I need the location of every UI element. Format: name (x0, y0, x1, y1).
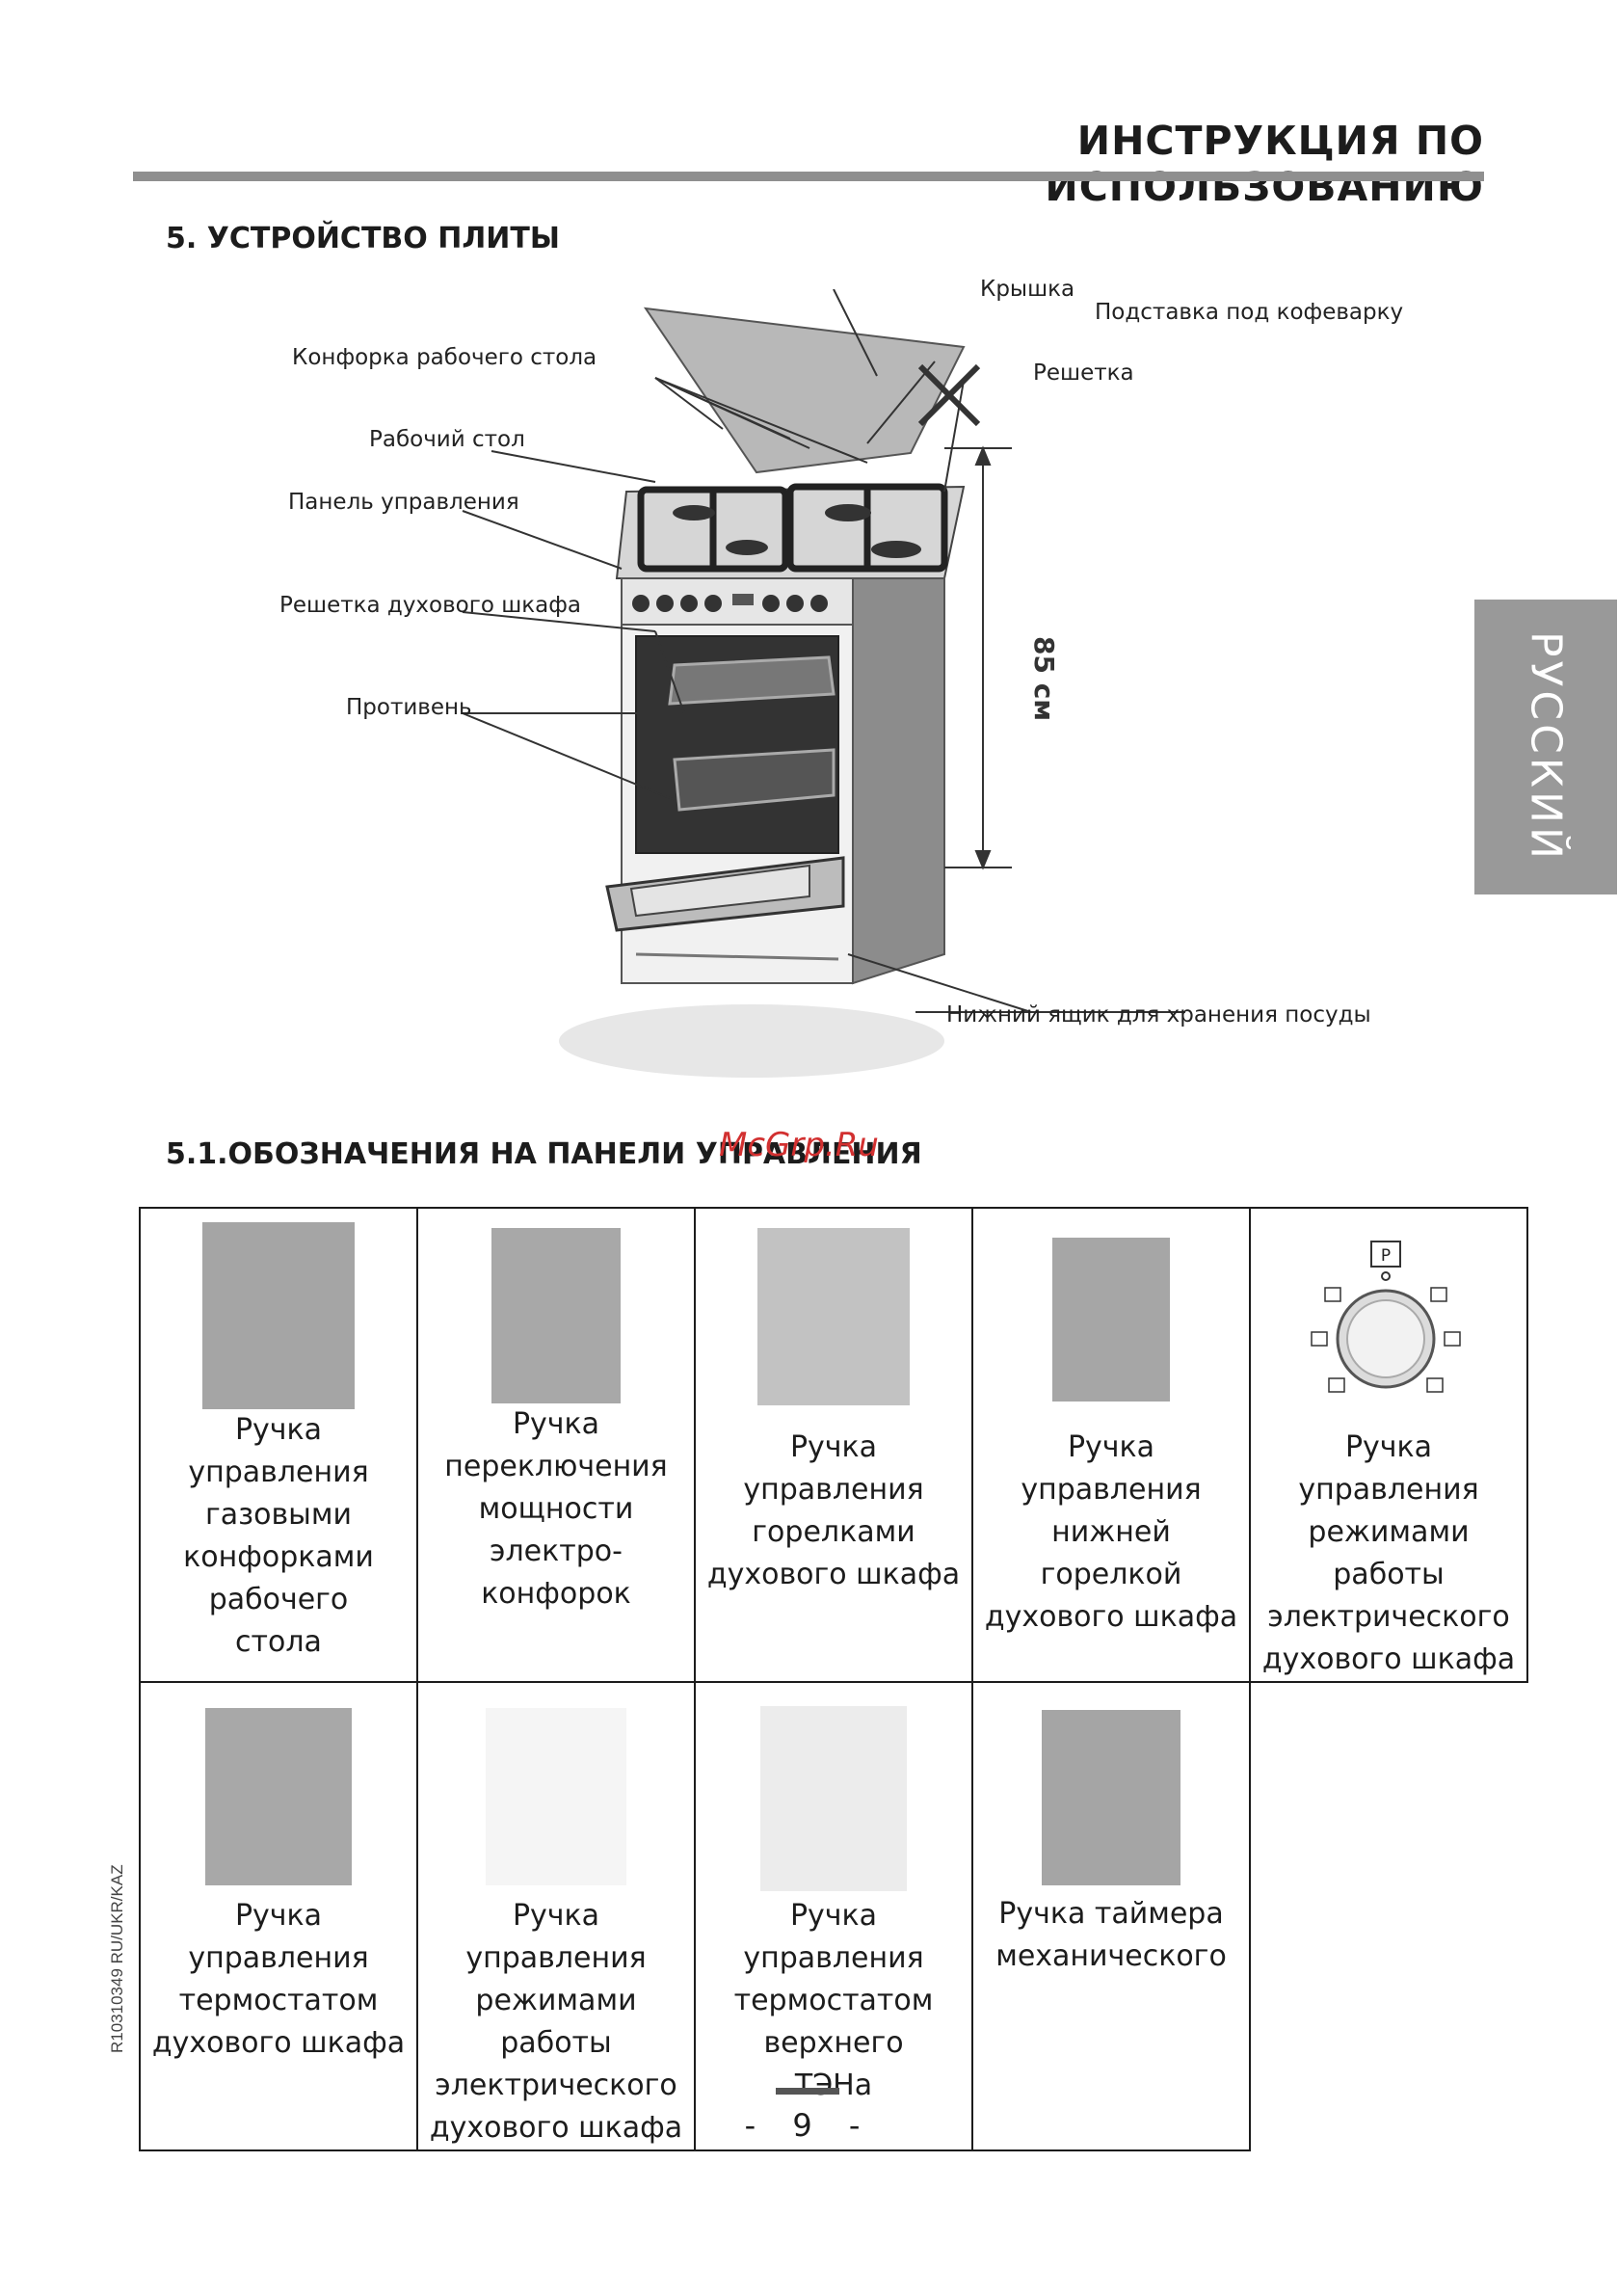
callout-tray: Противень (346, 695, 472, 720)
control-knobs (632, 594, 828, 612)
oven-tray (673, 748, 836, 812)
callout-oven-rack: Решетка духового шкафа (279, 593, 581, 618)
cell-label: Ручка управления горелками духового шкаф… (706, 1430, 961, 1591)
height-label: 85 см (1028, 636, 1060, 722)
callout-control-panel: Панель управления (288, 490, 519, 515)
knob-image (491, 1228, 621, 1403)
table-cell: Ручка управления термостатом верхнего ТЭ… (694, 1681, 973, 2151)
table-cell: Ручка таймера механического (971, 1681, 1251, 2151)
coffee-stand (917, 363, 981, 427)
callout-lid: Крышка (980, 277, 1075, 302)
page-header-title: ИНСТРУКЦИЯ ПО ИСПОЛЬЗОВАНИЮ (1045, 118, 1484, 210)
floor-shadow (559, 1004, 944, 1078)
callout-storage: Нижний ящик для хранения посуды (946, 1002, 1371, 1028)
table-cell: Ручка управления горелками духового шкаф… (694, 1207, 973, 1683)
cell-label: Ручка управления газовыми конфорками раб… (183, 1413, 374, 1659)
oven-rack (668, 655, 836, 706)
page-number: - 9 - (744, 2107, 874, 2144)
table-cell: Ручка переключения мощности электро- кон… (416, 1207, 696, 1683)
cell-label: Ручка управления термостатом духового шк… (151, 1899, 406, 2060)
table-cell: P Ручка управления режимами работы элект… (1249, 1207, 1528, 1683)
callout-coffee-stand: Подставка под кофеварку (1095, 300, 1404, 325)
header-rule (133, 172, 1484, 181)
callout-worktop: Рабочий стол (369, 427, 525, 452)
cell-label: Ручка управления режимами работы электри… (1261, 1430, 1516, 1676)
cell-label: Ручка переключения мощности электро- кон… (444, 1407, 668, 1611)
callout-burner: Конфорка рабочего стола (292, 345, 597, 370)
section-5-1-title: 5.1.ОБОЗНАЧЕНИЯ НА ПАНЕЛИ УПРАВЛЕНИЯ (166, 1137, 922, 1171)
language-tab: РУССКИЙ (1474, 600, 1617, 894)
oven-mode-knob-diagram: P (1311, 1241, 1461, 1393)
stove-grates (637, 483, 948, 573)
cell-label: Ручка управления режимами работы электри… (429, 1899, 683, 2145)
language-tab-label: РУССКИЙ (1521, 631, 1571, 863)
knob-image (205, 1708, 352, 1885)
section-5-title: 5. УСТРОЙСТВО ПЛИТЫ (166, 222, 560, 255)
table-cell: Ручка управления режимами работы электри… (416, 1681, 696, 2151)
cell-label: Ручка таймера механического (995, 1897, 1227, 1973)
height-dimension (944, 445, 1012, 870)
document-code: R10310349 RU/UKR/KAZ (108, 1864, 126, 2053)
control-symbols-table: Ручка управления газовыми конфорками раб… (139, 1207, 1528, 2151)
table-cell: Ручка управления термостатом духового шк… (139, 1681, 418, 2151)
cell-label: Ручка управления нижней горелкой духовог… (984, 1430, 1238, 1634)
knob-image (1052, 1238, 1170, 1402)
knob-image (1042, 1710, 1180, 1885)
table-cell-empty (1249, 1682, 1527, 2150)
knob-image (486, 1708, 626, 1885)
watermark: McGrp.Ru (719, 1126, 879, 1164)
stove-lid (643, 307, 966, 474)
callout-lines (462, 289, 1185, 1013)
stove-illustration (462, 289, 1185, 1078)
knob-image (757, 1228, 910, 1405)
table-cell: Ручка управления газовыми конфорками раб… (139, 1207, 418, 1683)
page-number-bar (776, 2088, 839, 2095)
cell-label: Ручка управления термостатом верхнего ТЭ… (733, 1899, 934, 2102)
stove-side (852, 577, 945, 985)
knob-image (202, 1222, 355, 1409)
storage-drawer (635, 952, 839, 961)
callout-grate: Решетка (1033, 360, 1134, 386)
knob-image (760, 1706, 907, 1891)
table-cell: Ручка управления нижней горелкой духовог… (971, 1207, 1251, 1683)
knob-p-symbol: P (1381, 1246, 1391, 1266)
stove-burners (673, 504, 921, 558)
